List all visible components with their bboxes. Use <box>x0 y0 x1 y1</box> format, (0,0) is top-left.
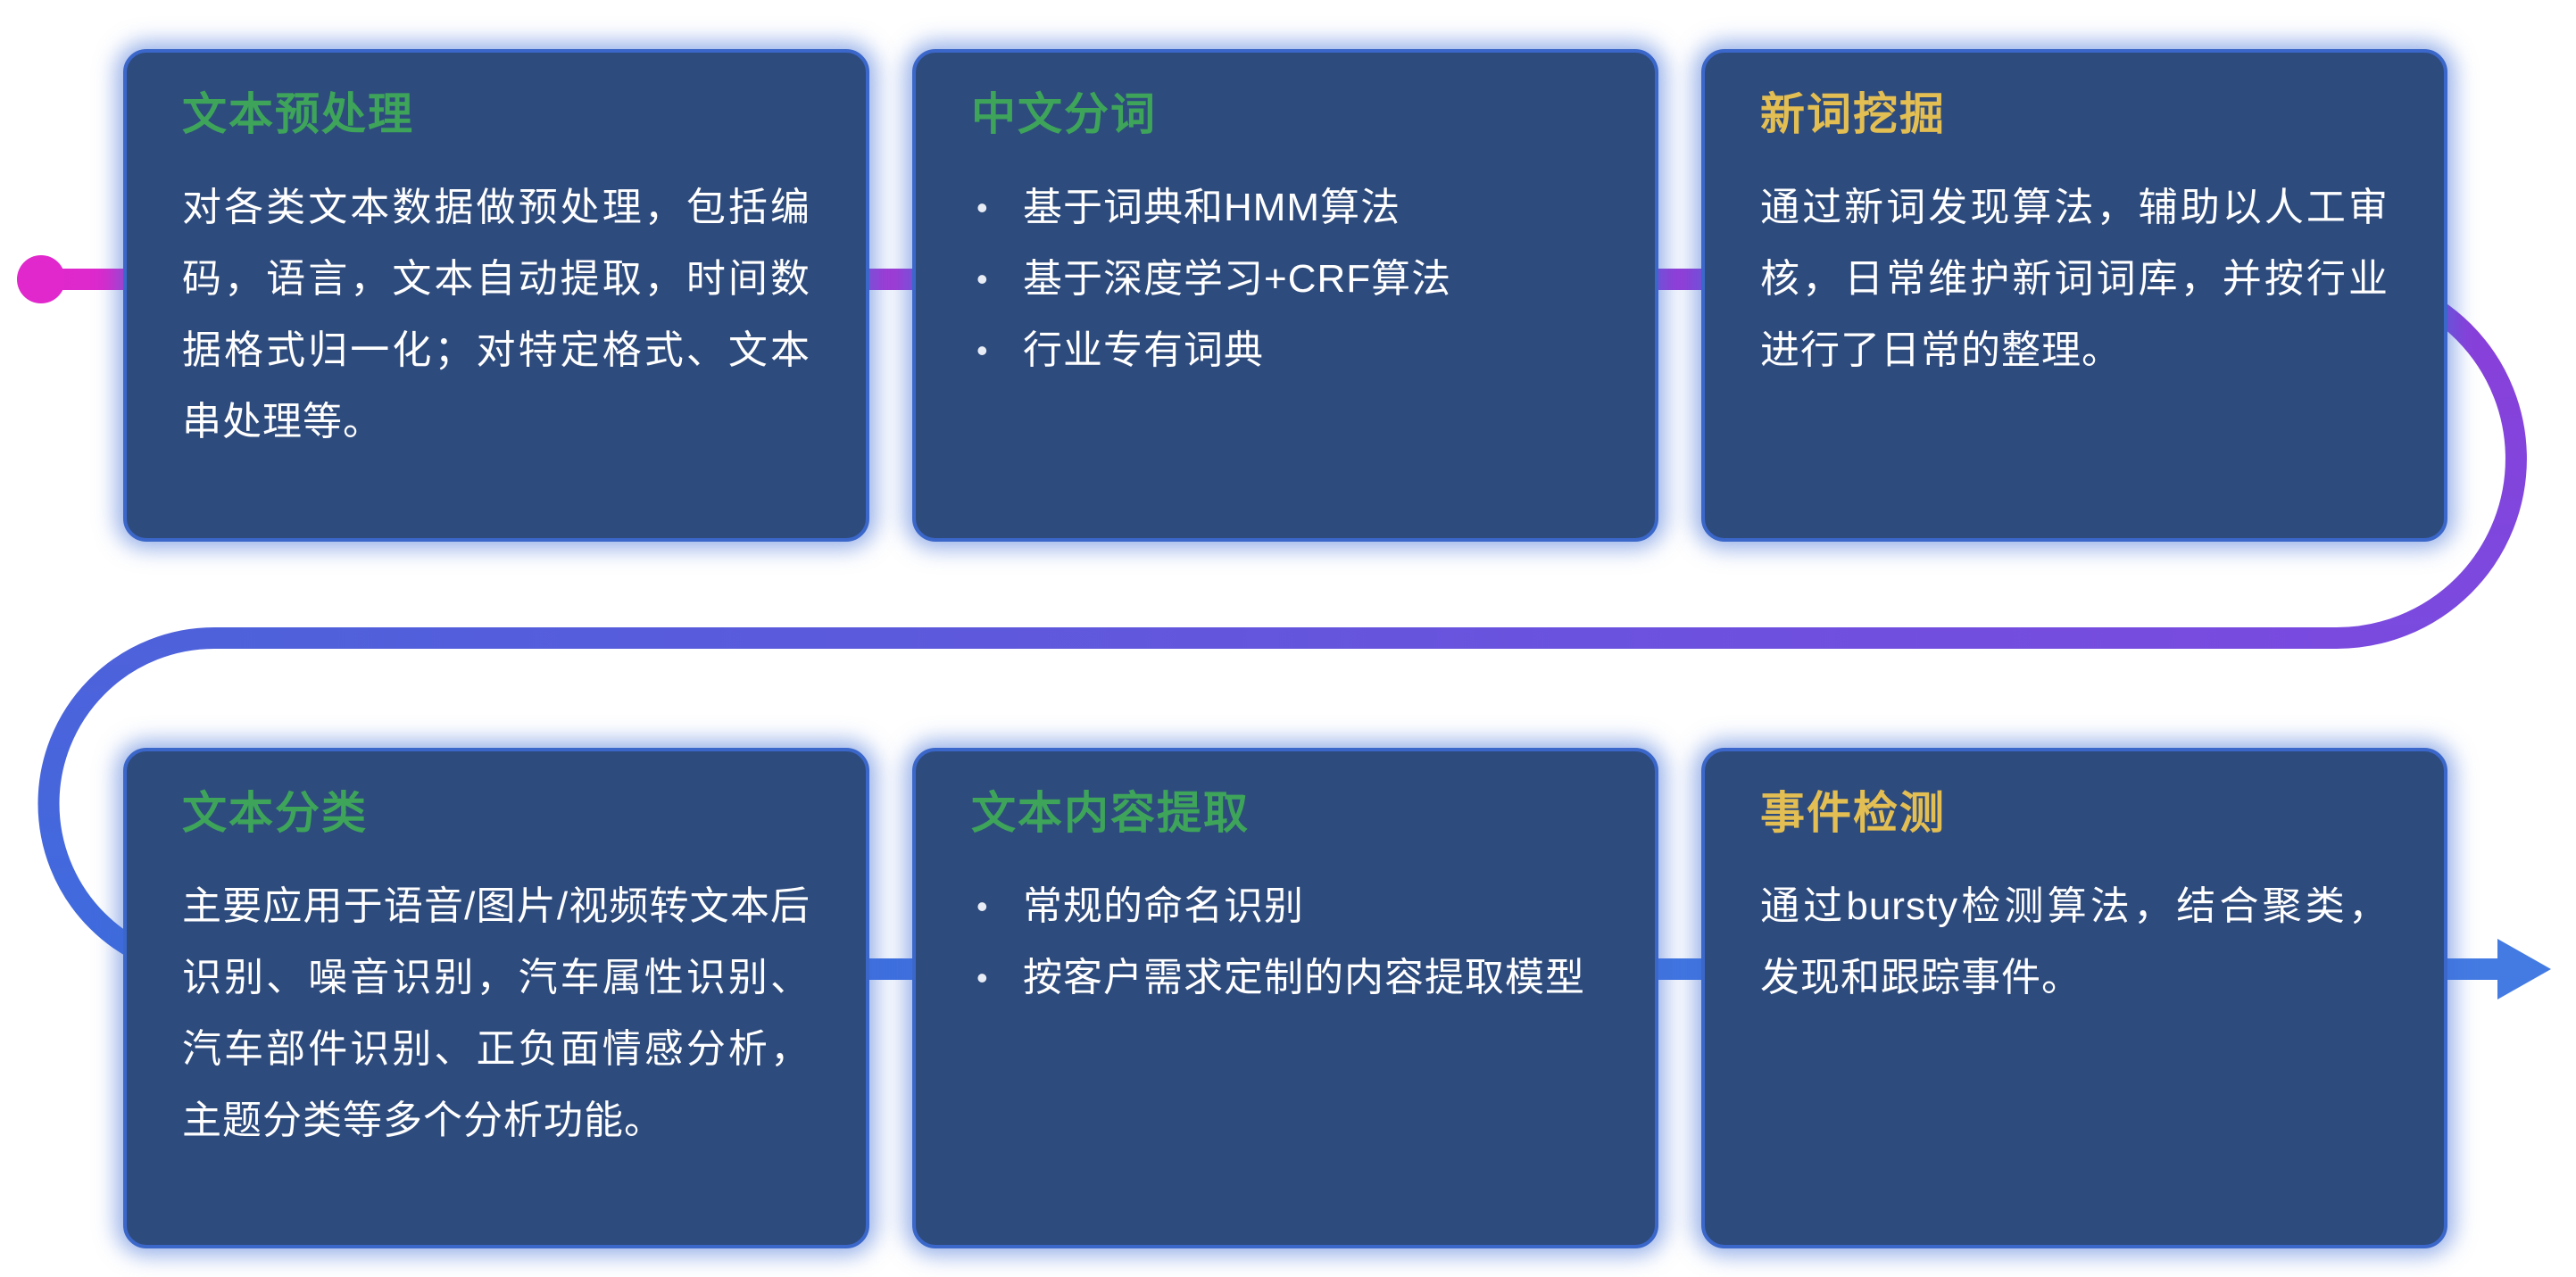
card-body: 通过新词发现算法，辅助以人工审核，日常维护新词词库，并按行业进行了日常的整理。 <box>1760 186 2389 372</box>
bullet-item: 行业专有词典 <box>971 315 1600 386</box>
cards-grid: 文本预处理 对各类文本数据做预处理，包括编码，语言，文本自动提取，时间数据格式归… <box>123 49 2447 1248</box>
bullet-item: 按客户需求定制的内容提取模型 <box>971 942 1600 1014</box>
card-body: 对各类文本数据做预处理，包括编码，语言，文本自动提取，时间数据格式归一化；对特定… <box>182 186 810 444</box>
card-title: 中文分词 <box>971 89 1157 139</box>
card-chinese-word-segmentation: 中文分词 基于词典和HMM算法 基于深度学习+CRF算法 行业专有词典 <box>912 49 1658 542</box>
bullet-item: 基于深度学习+CRF算法 <box>971 244 1600 315</box>
card-title: 事件检测 <box>1760 788 1946 838</box>
card-title: 文本内容提取 <box>971 788 1250 838</box>
card-bullet-list: 基于词典和HMM算法 基于深度学习+CRF算法 行业专有词典 <box>971 172 1600 386</box>
card-event-detection: 事件检测 通过bursty检测算法，结合聚类，发现和跟踪事件。 <box>1701 748 2447 1248</box>
card-title: 新词挖掘 <box>1760 89 1946 139</box>
flow-arrow-icon <box>2497 939 2551 999</box>
bullet-item: 基于词典和HMM算法 <box>971 172 1600 244</box>
card-body: 通过bursty检测算法，结合聚类，发现和跟踪事件。 <box>1760 884 2389 999</box>
card-title: 文本分类 <box>182 788 368 838</box>
card-title: 文本预处理 <box>182 89 414 139</box>
card-text-content-extraction: 文本内容提取 常规的命名识别 按客户需求定制的内容提取模型 <box>912 748 1658 1248</box>
card-text-preprocessing: 文本预处理 对各类文本数据做预处理，包括编码，语言，文本自动提取，时间数据格式归… <box>123 49 869 542</box>
card-text-classification: 文本分类 主要应用于语音/图片/视频转文本后识别、噪音识别，汽车属性识别、汽车部… <box>123 748 869 1248</box>
card-bullet-list: 常规的命名识别 按客户需求定制的内容提取模型 <box>971 871 1600 1014</box>
bullet-item: 常规的命名识别 <box>971 871 1600 942</box>
card-new-word-mining: 新词挖掘 通过新词发现算法，辅助以人工审核，日常维护新词词库，并按行业进行了日常… <box>1701 49 2447 542</box>
card-body: 主要应用于语音/图片/视频转文本后识别、噪音识别，汽车属性识别、汽车部件识别、正… <box>182 884 810 1142</box>
